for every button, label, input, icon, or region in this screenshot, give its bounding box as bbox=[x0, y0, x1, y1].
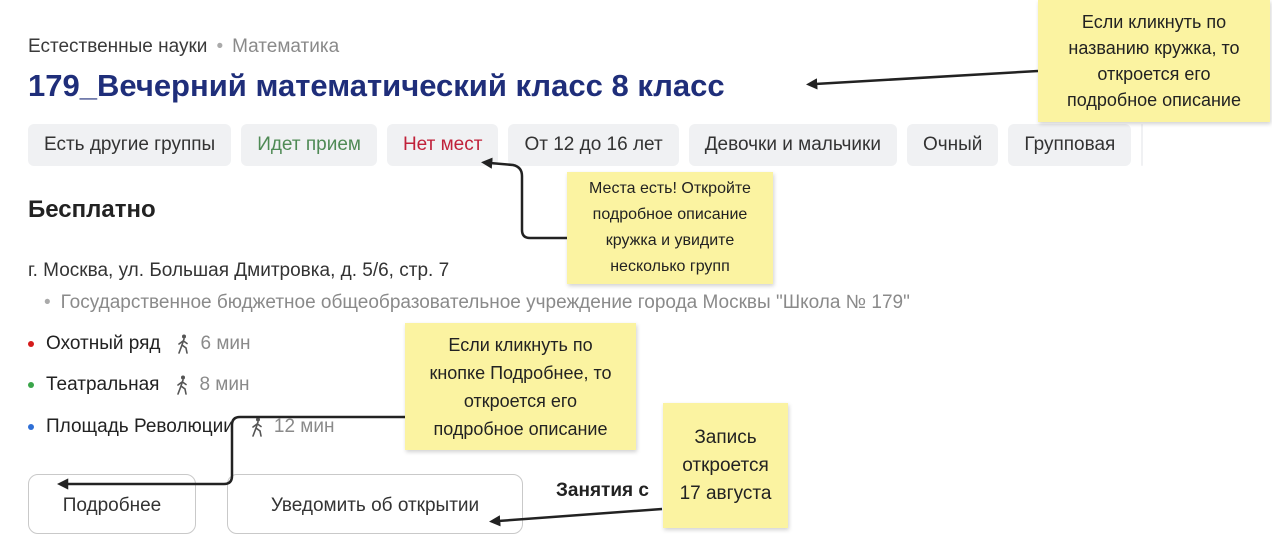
note-line: подробное описание bbox=[592, 206, 748, 223]
sticky-note-title: Если кликнуть по названию кружка, то отк… bbox=[1038, 0, 1270, 122]
schedule-text: Занятия с bbox=[556, 480, 649, 501]
note-line: откроется его bbox=[1097, 64, 1211, 84]
metro-walk-time: 8 мин bbox=[199, 374, 250, 395]
tag-age-range: От 12 до 16 лет bbox=[508, 124, 679, 166]
school-name: • Государственное бюджетное общеобразоват… bbox=[44, 292, 910, 314]
tag-list: Есть другие группы Идет прием Нет мест О… bbox=[28, 124, 1144, 166]
school-name-text: Государственное бюджетное общеобразовате… bbox=[60, 292, 910, 313]
note-line: несколько групп bbox=[610, 258, 730, 275]
address-text: г. Москва, ул. Большая Дмитровка, д. 5/6… bbox=[28, 260, 450, 281]
note-line: Запись bbox=[694, 426, 757, 448]
sticky-note-details: Если кликнуть по кнопке Подробнее, то от… bbox=[405, 323, 636, 450]
tag-type: Групповая bbox=[1008, 124, 1132, 166]
arrow-to-no-places-tag bbox=[481, 157, 568, 240]
tag-overflow bbox=[1141, 124, 1144, 166]
sticky-note-text: Запись откроется 17 августа bbox=[680, 424, 772, 508]
metro-walk-time: 6 мин bbox=[200, 333, 251, 354]
metro-line-dot bbox=[28, 341, 34, 347]
walking-person-icon bbox=[252, 417, 262, 437]
notify-button[interactable]: Уведомить об открытии bbox=[227, 474, 523, 534]
tag-enrollment-open: Идет прием bbox=[241, 124, 377, 166]
sticky-note-places: Места есть! Откройте подробное описание … bbox=[567, 172, 773, 284]
metro-line-dot bbox=[28, 424, 34, 430]
breadcrumb-category[interactable]: Естественные науки bbox=[28, 36, 208, 57]
note-line: откроется его bbox=[463, 390, 578, 411]
breadcrumb-subcategory[interactable]: Математика bbox=[232, 36, 340, 57]
tag-format: Очный bbox=[906, 124, 999, 166]
note-line: кнопке Подробнее, то bbox=[429, 362, 612, 383]
sticky-note-text: Места есть! Откройте подробное описание … bbox=[589, 176, 751, 280]
walking-person-icon bbox=[177, 375, 188, 395]
note-line: Если кликнуть по bbox=[448, 334, 593, 355]
tag-other-groups: Есть другие группы bbox=[28, 124, 232, 166]
tag-no-places: Нет мест bbox=[386, 124, 499, 166]
note-line: откроется bbox=[682, 454, 769, 476]
arrow-to-title bbox=[806, 69, 1039, 90]
breadcrumb-separator: • bbox=[216, 36, 224, 57]
sticky-note-text: Если кликнуть по названию кружка, то отк… bbox=[1067, 9, 1241, 113]
note-line: подробное описание bbox=[1067, 90, 1241, 110]
metro-item: Охотный ряд 6 мин bbox=[28, 333, 251, 355]
breadcrumb: Естественные науки • Математика bbox=[28, 36, 339, 58]
details-button[interactable]: Подробнее bbox=[28, 474, 196, 534]
note-line: названию кружка, то bbox=[1068, 38, 1240, 58]
tag-gender: Девочки и мальчики bbox=[688, 124, 897, 166]
walking-person-icon bbox=[178, 334, 189, 354]
note-line: 17 августа bbox=[679, 482, 772, 504]
sticky-note-enrollment: Запись откроется 17 августа bbox=[663, 403, 788, 528]
metro-station-name: Театральная bbox=[46, 374, 160, 395]
metro-walk-time: 12 мин bbox=[273, 416, 335, 437]
metro-item: Площадь Революции 12 мин bbox=[28, 416, 334, 438]
note-line: Места есть! Откройте bbox=[589, 180, 751, 197]
school-bullet: • bbox=[44, 292, 51, 313]
metro-line-dot bbox=[28, 382, 34, 388]
metro-station-name: Охотный ряд bbox=[46, 333, 161, 354]
note-line: Если кликнуть по bbox=[1081, 12, 1227, 32]
note-line: подробное описание bbox=[433, 418, 608, 439]
metro-item: Театральная 8 мин bbox=[28, 374, 249, 396]
sticky-note-text: Если кликнуть по кнопке Подробнее, то от… bbox=[429, 331, 611, 443]
note-line: кружка и увидите bbox=[605, 232, 735, 249]
price-label: Бесплатно bbox=[28, 196, 156, 223]
metro-station-name: Площадь Революции bbox=[46, 416, 234, 437]
club-title-link[interactable]: 179_Вечерний математический класс 8 клас… bbox=[28, 68, 725, 103]
